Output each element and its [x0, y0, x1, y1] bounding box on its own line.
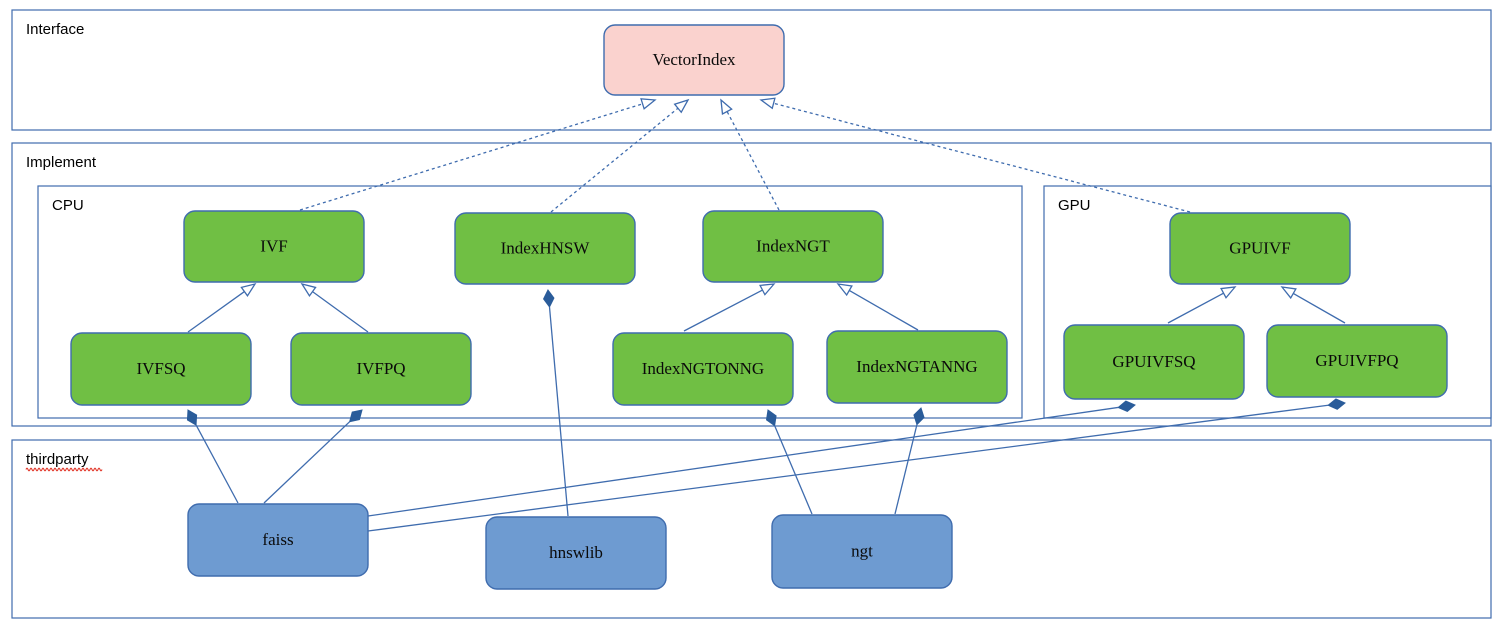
node-indexngtanng[interactable]: IndexNGTANNG — [826, 330, 1008, 404]
node-box-ivf[interactable] — [183, 210, 365, 283]
node-label-gpuivfpq: GPUIVFPQ — [1315, 351, 1398, 370]
node-box-indexngtonng[interactable] — [612, 332, 794, 406]
edge-gpuivfpq-to-gpuivf — [1280, 286, 1346, 324]
node-ivfpq[interactable]: IVFPQ — [290, 332, 472, 406]
node-box-gpuivf[interactable] — [1169, 212, 1351, 285]
edge-line-e12 — [263, 421, 351, 504]
arrowhead-hollow-triangle-e3 — [720, 98, 733, 115]
node-ngt[interactable]: ngt — [771, 514, 953, 589]
edge-line-e13 — [367, 406, 1119, 517]
edge-gpuivfsq-to-gpuivf — [1167, 286, 1237, 324]
node-gpuivf[interactable]: GPUIVF — [1169, 212, 1351, 285]
arrowhead-hollow-triangle-e6 — [300, 282, 317, 298]
edge-ngt-to-indexngtanng — [894, 407, 925, 515]
node-indexngt[interactable]: IndexNGT — [702, 210, 884, 283]
node-vectorindex[interactable]: VectorIndex — [603, 24, 785, 96]
edge-line-e17 — [894, 424, 918, 515]
edge-gpuivf-to-vectorindex — [759, 97, 1191, 213]
node-faiss[interactable]: faiss — [187, 503, 369, 577]
node-label-ivfpq: IVFPQ — [356, 359, 405, 378]
edge-line-e14 — [367, 404, 1329, 532]
node-label-indexngtonng: IndexNGTONNG — [642, 359, 764, 378]
spellcheck-underline-thirdparty — [25, 467, 103, 472]
node-label-gpuivfsq: GPUIVFSQ — [1112, 352, 1195, 371]
edge-line-e7 — [683, 289, 763, 332]
node-label-ivf: IVF — [260, 236, 287, 255]
group-label-thirdparty: thirdparty — [26, 451, 89, 468]
edges — [186, 97, 1346, 532]
edge-line-e3 — [726, 111, 780, 211]
node-gpuivfpq[interactable]: GPUIVFPQ — [1266, 324, 1448, 398]
arrowhead-hollow-triangle-e9 — [1220, 286, 1237, 299]
node-box-indexngtanng[interactable] — [826, 330, 1008, 404]
node-ivf[interactable]: IVF — [183, 210, 365, 283]
arrowhead-hollow-triangle-e4 — [759, 97, 776, 110]
node-box-vectorindex[interactable] — [603, 24, 785, 96]
node-box-ivfpq[interactable] — [290, 332, 472, 406]
node-label-ngt: ngt — [851, 541, 873, 560]
edge-line-e15 — [548, 306, 569, 517]
node-box-faiss[interactable] — [187, 503, 369, 577]
edge-indexhnsw-to-vectorindex — [550, 98, 690, 213]
node-box-gpuivfpq[interactable] — [1266, 324, 1448, 398]
node-label-hnswlib: hnswlib — [549, 543, 603, 562]
node-box-hnswlib[interactable] — [485, 516, 667, 590]
edge-indexngt-to-vectorindex — [720, 98, 780, 211]
node-label-vectorindex: VectorIndex — [652, 50, 736, 69]
group-label-gpu: GPU — [1058, 197, 1091, 214]
node-label-gpuivf: GPUIVF — [1229, 238, 1290, 257]
node-box-ivfsq[interactable] — [70, 332, 252, 406]
node-box-indexngt[interactable] — [702, 210, 884, 283]
group-label-implement: Implement — [26, 154, 97, 171]
node-label-indexngtanng: IndexNGTANNG — [856, 357, 977, 376]
arrowhead-hollow-triangle-e8 — [836, 283, 853, 297]
node-label-indexngt: IndexNGT — [756, 236, 830, 255]
node-gpuivfsq[interactable]: GPUIVFSQ — [1063, 324, 1245, 400]
edge-faiss-to-gpuivfsq — [367, 400, 1136, 517]
node-label-indexhnsw: IndexHNSW — [501, 238, 591, 257]
edge-line-e6 — [312, 291, 369, 333]
node-indexhnsw[interactable]: IndexHNSW — [454, 212, 636, 285]
node-box-ngt[interactable] — [771, 514, 953, 589]
group-label-interface: Interface — [26, 21, 84, 38]
node-box-gpuivfsq[interactable] — [1063, 324, 1245, 400]
group-label-cpu: CPU — [52, 197, 84, 214]
edge-ivfsq-to-ivf — [187, 282, 257, 333]
node-indexngtonng[interactable]: IndexNGTONNG — [612, 332, 794, 406]
edge-faiss-to-ivfsq — [186, 409, 239, 504]
edge-indexngtonng-to-indexngt — [683, 283, 776, 332]
node-label-ivfsq: IVFSQ — [136, 359, 185, 378]
node-hnswlib[interactable]: hnswlib — [485, 516, 667, 590]
edge-line-e9 — [1167, 292, 1224, 324]
edge-line-e10 — [1292, 292, 1346, 324]
node-label-faiss: faiss — [262, 530, 293, 549]
edge-faiss-to-gpuivfpq — [367, 398, 1346, 532]
edge-line-e5 — [187, 291, 245, 333]
edge-ivfpq-to-ivf — [300, 282, 369, 333]
edge-line-e11 — [195, 424, 239, 504]
edge-line-e16 — [774, 425, 813, 515]
node-box-indexhnsw[interactable] — [454, 212, 636, 285]
arrowhead-hollow-triangle-e1 — [640, 98, 657, 110]
edge-hnswlib-to-indexhnsw — [542, 289, 569, 517]
edge-indexngtanng-to-indexngt — [836, 283, 919, 331]
edge-line-e8 — [848, 289, 919, 331]
edge-ivf-to-vectorindex — [299, 98, 657, 211]
edge-ngt-to-indexngtonng — [765, 409, 813, 515]
node-ivfsq[interactable]: IVFSQ — [70, 332, 252, 406]
edge-faiss-to-ivfpq — [263, 409, 363, 504]
